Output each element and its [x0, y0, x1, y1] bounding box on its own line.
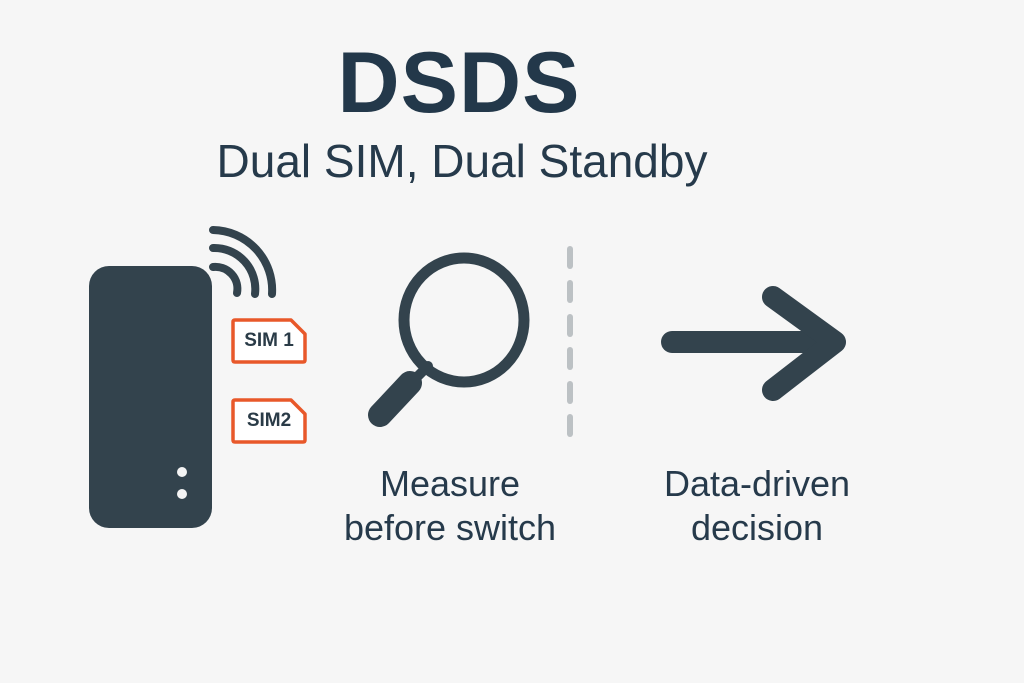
decision-caption-line2: decision — [690, 507, 824, 548]
phone-dot-icon — [177, 489, 187, 499]
sim-card-icon — [231, 398, 307, 444]
sim-card-1: SIM 1 — [231, 318, 307, 364]
measure-caption-line1: Measure — [379, 463, 521, 504]
arrow-right-icon — [661, 286, 846, 401]
decision-caption: Data-driven decision — [607, 462, 907, 550]
magnifying-glass-icon — [368, 252, 530, 427]
sim-2-label: SIM2 — [246, 410, 292, 431]
dashed-divider — [567, 246, 573, 437]
sim-card-icon — [231, 318, 307, 364]
measure-caption: Measure before switch — [300, 462, 600, 550]
signal-waves-icon — [209, 226, 277, 298]
measure-caption-line2: before switch — [343, 507, 557, 548]
page-title: DSDS — [337, 35, 581, 131]
sim-1-label: SIM 1 — [244, 330, 294, 351]
decision-caption-line1: Data-driven — [663, 463, 851, 504]
sim-card-2: SIM2 — [231, 398, 307, 444]
phone-icon — [89, 266, 212, 528]
phone-dot-icon — [177, 467, 187, 477]
page-subtitle: Dual SIM, Dual Standby — [216, 135, 708, 187]
